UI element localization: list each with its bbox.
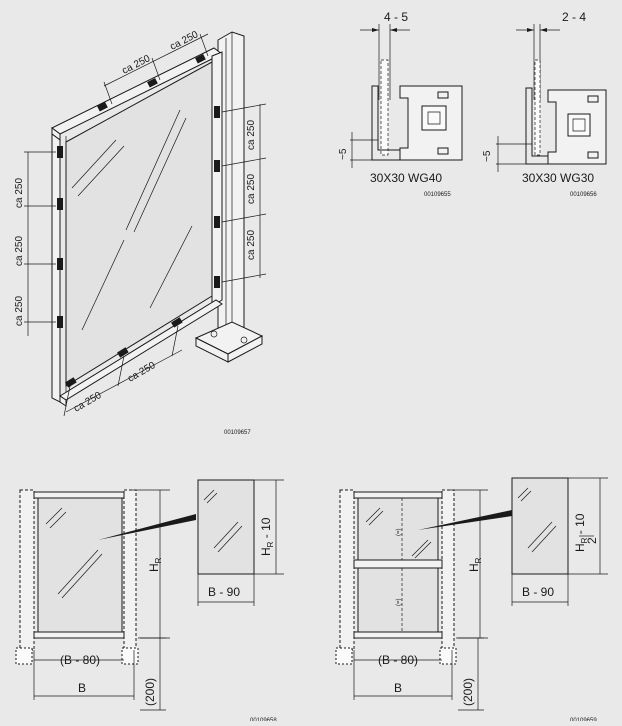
- frame-single-pane: HR (B - 80) B (200) HR - 10 B - 90 00109…: [15, 479, 284, 724]
- double-glass-height-divisor: 2: [585, 537, 599, 544]
- dim-right-3: ca 250: [246, 230, 257, 260]
- wg30-ref: 00109656: [570, 192, 597, 198]
- double-glass-width: B - 90: [522, 585, 554, 599]
- isometric-frame: ca 250 ca 250 ca 250 ca 250 ca 250 ca 25…: [14, 29, 267, 436]
- glass-clamps: [57, 54, 220, 388]
- double-height-label: HR: [467, 557, 483, 572]
- left-dimension-chain: ca 250 ca 250 ca 250: [14, 151, 56, 336]
- upper-equal-mark: (=): [396, 528, 402, 536]
- wg40-gap-label: 4 - 5: [384, 10, 408, 24]
- single-glass-width: B - 90: [208, 585, 240, 599]
- profile-section-wg40: 4 - 5 ~5 30X30 WG40 00109655: [338, 10, 463, 198]
- double-glass-lower: [357, 567, 439, 633]
- single-glass: [37, 497, 123, 633]
- right-dimension-chain: ca 250 ca 250 ca 250: [221, 103, 267, 283]
- frame-double-pane: (=) (=) HR (B - 80) B (200) HR - 10 2: [335, 477, 608, 724]
- dim-left-2: ca 250: [14, 236, 25, 266]
- single-inner-width: (B - 80): [60, 653, 100, 667]
- wg40-depth-label: ~5: [338, 148, 349, 160]
- dim-right-1: ca 250: [246, 120, 257, 150]
- single-height-label: HR: [147, 557, 163, 572]
- wg30-title: 30X30 WG30: [522, 171, 594, 185]
- profile-section-wg30: 2 - 4 ~5 30X30 WG30 00109656: [482, 10, 607, 198]
- single-glass-detail: [197, 479, 255, 575]
- single-foot: (200): [143, 678, 157, 706]
- glass-panel: [65, 61, 213, 387]
- dim-top-1: ca 250: [120, 53, 152, 77]
- lower-equal-mark: (=): [396, 598, 402, 606]
- double-glass-height: HR - 10: [573, 513, 589, 552]
- wg30-depth-label: ~5: [482, 150, 493, 162]
- wg40-ref: 00109655: [424, 192, 451, 198]
- dim-left-1: ca 250: [14, 178, 25, 208]
- dim-right-2: ca 250: [246, 174, 257, 204]
- dim-bottom-2: ca 250: [126, 360, 158, 385]
- double-glass-detail: [511, 477, 569, 575]
- single-width: B: [78, 681, 86, 695]
- wg40-title: 30X30 WG40: [370, 171, 442, 185]
- single-glass-height: HR - 10: [259, 517, 275, 556]
- wg30-gap-label: 2 - 4: [562, 10, 586, 24]
- double-width: B: [394, 681, 402, 695]
- dim-left-3: ca 250: [14, 296, 25, 326]
- double-inner-width: (B - 80): [378, 653, 418, 667]
- dim-top-2: ca 250: [168, 29, 200, 53]
- right-stile: [211, 51, 223, 307]
- iso-ref-number: 00109657: [224, 430, 251, 436]
- double-foot: (200): [461, 678, 475, 706]
